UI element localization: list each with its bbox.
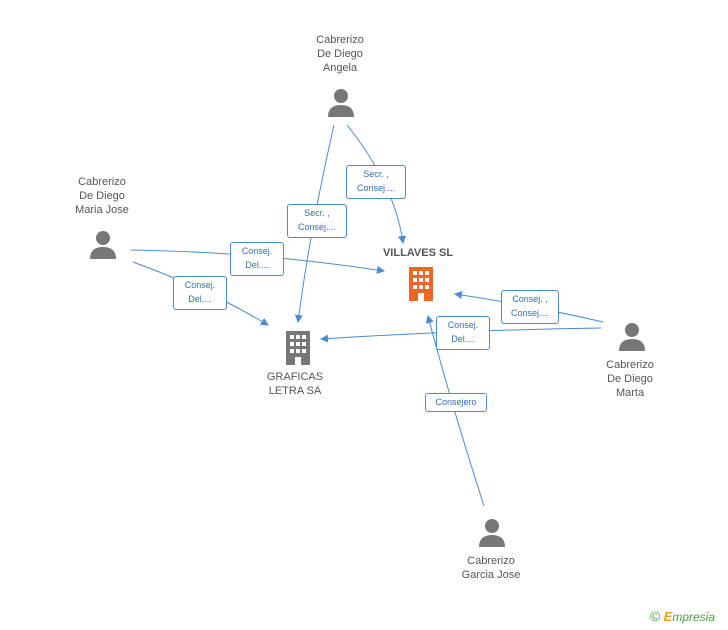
person-label-garcia-jose[interactable]: Cabrerizo Garcia Jose bbox=[445, 554, 537, 582]
company-name: GRAFICAS bbox=[266, 371, 324, 383]
company-label-graficas[interactable]: GRAFICAS LETRA SA bbox=[250, 370, 340, 398]
edge-label-line: Consej. , bbox=[512, 294, 548, 304]
person-line: De Diego bbox=[79, 190, 125, 202]
brand-e-logo: E bbox=[663, 609, 673, 624]
edge-label-line: Secr. , bbox=[363, 169, 389, 179]
edge-label-marta-villaves[interactable]: Consej. , Consej.... bbox=[501, 290, 559, 324]
edge-label-marta-graficas[interactable]: Consej. Del.... bbox=[436, 316, 490, 350]
edge-label-line: Consej. bbox=[184, 280, 216, 290]
edge-label-mariajose-graficas[interactable]: Consej. Del.... bbox=[173, 276, 227, 310]
person-line: De Diego bbox=[317, 48, 363, 60]
person-label-marta[interactable]: Cabrerizo De Diego Marta bbox=[590, 358, 670, 400]
person-icon[interactable] bbox=[327, 88, 355, 118]
person-line: Garcia Jose bbox=[461, 569, 521, 581]
person-line: Cabrerizo bbox=[606, 359, 654, 371]
edge-label-line: Del.... bbox=[245, 260, 269, 270]
person-line: Cabrerizo bbox=[316, 34, 364, 46]
edge-label-line: Consej.... bbox=[297, 222, 337, 232]
edge-label-line: Consej.... bbox=[356, 183, 396, 193]
person-icon[interactable] bbox=[89, 230, 117, 260]
person-icon[interactable] bbox=[618, 322, 646, 352]
edge-label-line: Del.... bbox=[451, 334, 475, 344]
person-icon[interactable] bbox=[478, 518, 506, 548]
person-line: Angela bbox=[322, 62, 358, 74]
building-icon[interactable] bbox=[405, 266, 437, 302]
edge-label-line: Consej. bbox=[241, 246, 273, 256]
edge-label-line: Consejero bbox=[435, 397, 477, 407]
building-icon[interactable] bbox=[282, 330, 314, 366]
edge-label-angela-graficas[interactable]: Secr. , Consej.... bbox=[287, 204, 347, 238]
copyright-icon: © bbox=[650, 608, 661, 624]
company-name: VILLAVES SL bbox=[382, 247, 454, 259]
person-label-maria-jose[interactable]: Cabrerizo De Diego Maria Jose bbox=[60, 175, 144, 217]
person-line: Maria Jose bbox=[75, 204, 129, 216]
person-line: Cabrerizo bbox=[78, 176, 126, 188]
person-line: Marta bbox=[615, 387, 645, 399]
edge-label-line: Consej.... bbox=[510, 308, 550, 318]
company-name: LETRA SA bbox=[268, 385, 322, 397]
edge-label-angela-villaves[interactable]: Secr. , Consej.... bbox=[346, 165, 406, 199]
person-line: Cabrerizo bbox=[467, 555, 515, 567]
edge-label-garciajose-villaves[interactable]: Consejero bbox=[425, 393, 487, 412]
person-label-angela[interactable]: Cabrerizo De Diego Angela bbox=[300, 33, 380, 75]
edge-label-line: Del.... bbox=[188, 294, 212, 304]
company-label-villaves[interactable]: VILLAVES SL bbox=[368, 246, 468, 260]
edge-label-mariajose-villaves[interactable]: Consej. Del.... bbox=[230, 242, 284, 276]
brand-name: mpresia bbox=[672, 610, 716, 624]
person-line: De Diego bbox=[607, 373, 653, 385]
brand-footer[interactable]: © Empresia bbox=[650, 608, 715, 624]
edge-label-line: Secr. , bbox=[304, 208, 330, 218]
edge-label-line: Consej. bbox=[447, 320, 479, 330]
